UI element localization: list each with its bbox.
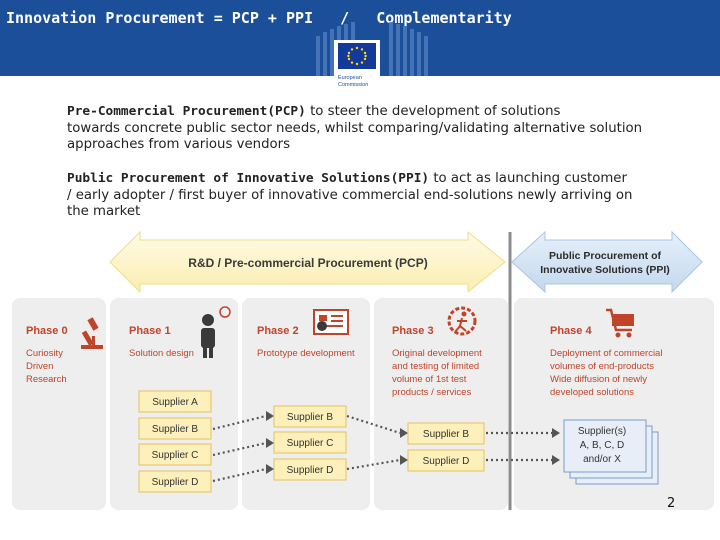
pcp-line2: towards concrete public sector needs, wh… — [67, 120, 643, 136]
phase4-line4: developed solutions — [550, 387, 634, 398]
phase3-supplier-label: Supplier B — [423, 429, 469, 440]
phase1-supplier-label: Supplier D — [152, 477, 199, 488]
phase4-line1: Deployment of commercial — [550, 348, 662, 359]
phase1-supplier-box — [138, 417, 212, 440]
phase4-supplier-line1: Supplier(s) — [578, 426, 626, 437]
ec-logo-text: European Commission — [338, 75, 368, 88]
phase4-line3: Wide diffusion of newly — [550, 374, 647, 385]
ppi-paragraph: Public Procurement of Innovative Solutio… — [67, 171, 632, 221]
phase4-supplier-line2: A, B, C, D — [580, 440, 624, 451]
eu-flag-icon — [338, 43, 376, 69]
phase3-supplier-label: Supplier D — [423, 456, 470, 467]
shopping-cart-icon — [606, 308, 634, 338]
phase3-line4: products / services — [392, 387, 471, 398]
pcp-arrow — [109, 230, 506, 294]
supplier-connectors — [212, 414, 552, 483]
phase1-supplier-box — [138, 390, 212, 413]
ppi-line1: to act as launching customer — [429, 171, 627, 186]
phase3-line3: volume of 1st test — [392, 374, 467, 385]
page-title: Innovation Procurement = PCP + PPI / Com… — [6, 9, 512, 27]
phase3-supplier-box — [407, 449, 485, 472]
phase3-line2: and testing of limited — [392, 361, 479, 372]
phase2-line1: Prototype development — [257, 348, 355, 359]
pcp-line3: approaches from various vendors — [67, 137, 291, 152]
phase1-supplier-box — [138, 470, 212, 493]
ppi-term: Public Procurement of Innovative Solutio… — [67, 171, 430, 186]
phase1-line1: Solution design — [129, 348, 194, 359]
phase4-line2: volumes of end-products — [550, 361, 654, 372]
phase3-title: Phase 3 — [392, 325, 434, 337]
phase3-supplier-box — [407, 422, 485, 445]
phase2-supplier-box — [273, 458, 347, 481]
page-number: 2 — [667, 496, 676, 511]
phase2-panel — [242, 298, 370, 510]
phase1-supplier-label: Supplier C — [152, 450, 199, 461]
phase2-supplier-label: Supplier D — [287, 465, 334, 476]
pcp-line1: to steer the development of solutions — [305, 104, 561, 119]
ppi-arrow-line2: Innovative Solutions (PPI) — [540, 264, 670, 276]
logo-text-line2: Commission — [338, 81, 369, 88]
phase4-supplier-box — [563, 419, 647, 473]
microscope-icon — [81, 317, 103, 349]
phase2-supplier-box — [273, 431, 347, 454]
ppi-line3: the market — [67, 204, 141, 219]
phase4-title: Phase 4 — [550, 325, 592, 337]
phase0-line2: Driven — [26, 361, 53, 372]
phase2-supplier-box — [273, 405, 347, 428]
logo-text-line1: European — [338, 75, 362, 81]
pcp-paragraph: Pre-Commercial Procurement(PCP) to steer… — [67, 104, 642, 154]
phase2-supplier-label: Supplier B — [287, 412, 333, 423]
ppi-arrow — [511, 230, 703, 294]
phase1-supplier-label: Supplier B — [152, 424, 198, 435]
phase2-supplier-label: Supplier C — [287, 438, 334, 449]
pcp-term: Pre-Commercial Procurement(PCP) — [67, 104, 306, 119]
pcp-arrow-label: R&D / Pre-commercial Procurement (PCP) — [188, 256, 427, 270]
phase3-line1: Original development — [392, 348, 482, 359]
ppi-arrow-line1: Public Procurement of — [549, 250, 662, 262]
phase0-title: Phase 0 — [26, 325, 68, 337]
phase2-title: Phase 2 — [257, 325, 299, 337]
phase0-line3: Research — [26, 374, 67, 385]
phase1-supplier-label: Supplier A — [152, 397, 198, 408]
prototype-board-icon — [313, 309, 349, 335]
ppi-line2: / early adopter / first buyer of innovat… — [67, 187, 633, 203]
phase0-panel — [12, 298, 106, 510]
connector-arrowheads — [266, 411, 560, 474]
phase4-supplier-line3: and/or X — [583, 454, 621, 465]
phase1-title: Phase 1 — [129, 325, 171, 337]
phase1-supplier-box — [138, 443, 212, 466]
phase0-line1: Curiosity — [26, 348, 63, 359]
running-person-gear-icon — [447, 306, 477, 336]
thinking-person-icon — [201, 306, 231, 358]
